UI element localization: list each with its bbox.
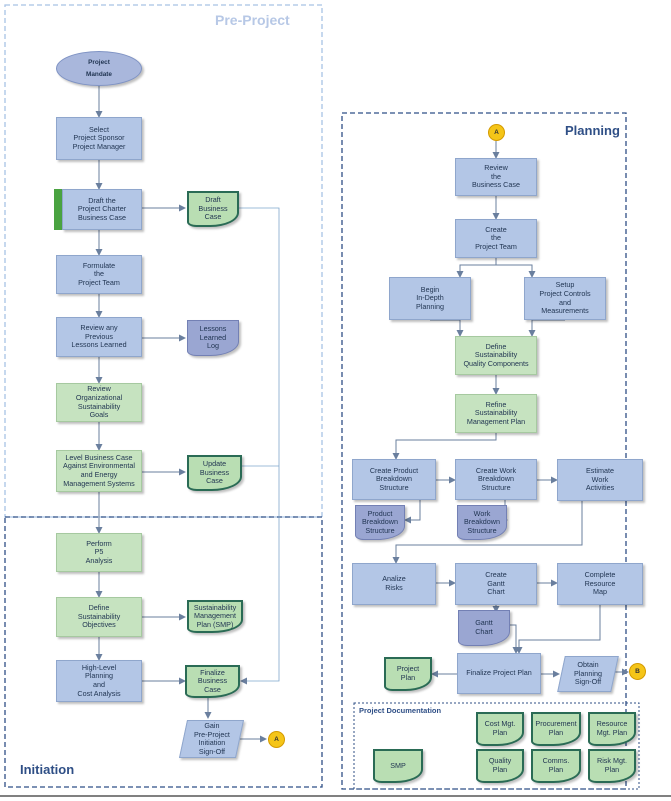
begin-planning-node[interactable]: Begin In-Depth Planning (389, 277, 471, 320)
risk-plan-doc[interactable]: Risk Mgt. Plan (588, 749, 636, 783)
planning-title: Planning (565, 123, 620, 138)
draft-charter-marker (54, 189, 63, 230)
create-pbs-node[interactable]: Create Product Breakdown Structure (352, 459, 436, 500)
obtain-signoff-label: Obtain Planning Sign-Off (574, 660, 602, 687)
define-objectives-node[interactable]: Define Sustainability Objectives (56, 597, 142, 637)
project-documentation-title: Project Documentation (359, 706, 442, 715)
create-project-team-node[interactable]: Create the Project Team (455, 219, 537, 258)
review-business-case-node[interactable]: Review the Business Case (455, 158, 537, 196)
draft-charter-node[interactable]: Draft the Project Charter Business Case (62, 189, 142, 230)
smp-small-doc[interactable]: SMP (373, 749, 423, 783)
create-wbs-node[interactable]: Create Work Breakdown Structure (455, 459, 537, 500)
create-gantt-node[interactable]: Create Gantt Chart (455, 563, 537, 605)
estimate-activities-node[interactable]: Estimate Work Activities (557, 459, 643, 501)
lessons-log-doc[interactable]: Lessons Learned Log (187, 320, 239, 356)
pbs-doc[interactable]: Product Breakdown Structure (355, 505, 405, 540)
select-sponsor-node[interactable]: Select Project Sponsor Project Manager (56, 117, 142, 160)
review-goals-node[interactable]: Review Organizational Sustainability Goa… (56, 383, 142, 422)
procurement-plan-doc[interactable]: Procurement Plan (531, 712, 581, 746)
analize-risks-node[interactable]: Analize Risks (352, 563, 436, 605)
draft-business-case-doc[interactable]: Draft Business Case (187, 191, 239, 227)
update-business-case-doc[interactable]: Update Business Case (187, 455, 242, 491)
cost-plan-doc[interactable]: Cost Mgt. Plan (476, 712, 524, 746)
level-business-case-node[interactable]: Level Business Case Against Environmenta… (56, 450, 142, 492)
project-documentation-region (353, 702, 640, 790)
smp-doc[interactable]: Sustainability Management Plan (SMP) (187, 600, 243, 633)
initiation-region (4, 516, 323, 788)
finalize-project-plan-node[interactable]: Finalize Project Plan (457, 653, 541, 694)
gain-signoff-label: Gain Pre-Project Initiation Sign-Off (193, 720, 230, 756)
flow-arrows (95, 86, 629, 743)
refine-smp-node[interactable]: Refine Sustainability Management Plan (455, 394, 537, 433)
connector-a-in[interactable]: A (488, 124, 505, 141)
obtain-signoff-node[interactable]: Obtain Planning Sign-Off (557, 656, 619, 692)
resource-plan-doc[interactable]: Resource Mgt. Plan (588, 712, 636, 746)
initiation-title: Initiation (20, 762, 75, 777)
setup-controls-node[interactable]: Setup Project Controls and Measurements (524, 277, 606, 320)
formulate-team-node[interactable]: Formulate the Project Team (56, 255, 142, 294)
gantt-chart-doc[interactable]: Gantt Chart (458, 610, 510, 646)
review-lessons-node[interactable]: Review any Previous Lessons Learned (56, 317, 142, 357)
pre-project-title: Pre-Project (215, 12, 290, 28)
complete-resource-map-node[interactable]: Complete Resource Map (557, 563, 643, 605)
define-quality-node[interactable]: Define Sustainability Quality Components (455, 336, 537, 375)
pre-project-region (4, 4, 323, 518)
project-plan-doc[interactable]: Project Plan (384, 657, 432, 691)
quality-plan-doc[interactable]: Quality Plan (476, 749, 524, 783)
wbs-doc[interactable]: Work Breakdown Structure (457, 505, 507, 540)
high-level-planning-node[interactable]: High-Level Planning and Cost Analysis (56, 660, 142, 702)
project-mandate-node[interactable]: Project Mandate (56, 51, 142, 86)
finalize-business-case-doc[interactable]: Finalize Business Case (185, 665, 240, 698)
perform-p5-node[interactable]: Perform P5 Analysis (56, 533, 142, 572)
comms-plan-doc[interactable]: Comms. Plan (531, 749, 581, 783)
connector-a-out[interactable]: A (268, 731, 285, 748)
connector-b[interactable]: B (629, 663, 646, 680)
gain-signoff-node[interactable]: Gain Pre-Project Initiation Sign-Off (178, 720, 245, 758)
